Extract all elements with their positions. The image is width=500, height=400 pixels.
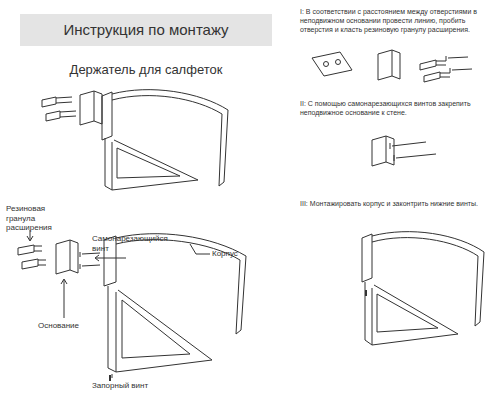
part-label: Самонарезающийся винт [92, 234, 164, 253]
holder-drawing [42, 90, 228, 190]
title-bar [20, 14, 272, 46]
step-note: I: В соответствии с расстоянием между от… [300, 8, 495, 34]
subtitle: Держатель для салфеток [20, 62, 272, 78]
step-note: III: Монтажировать корпус и законтрить н… [300, 200, 495, 209]
step2-parts [372, 136, 436, 166]
page-title: Инструкция по монтажу [20, 21, 272, 39]
exploded-drawing [18, 234, 246, 381]
part-label: Резиновая гранула расширения [6, 204, 76, 233]
leader-lines [27, 230, 210, 378]
part-label: Основание [38, 321, 98, 331]
part-label: Корпус [212, 249, 252, 259]
step1-parts [312, 50, 472, 82]
step3-holder [362, 232, 484, 345]
step-note: II: С помощью самонарезающихся винтов за… [300, 100, 495, 118]
part-label: Запорный винт [92, 381, 172, 391]
